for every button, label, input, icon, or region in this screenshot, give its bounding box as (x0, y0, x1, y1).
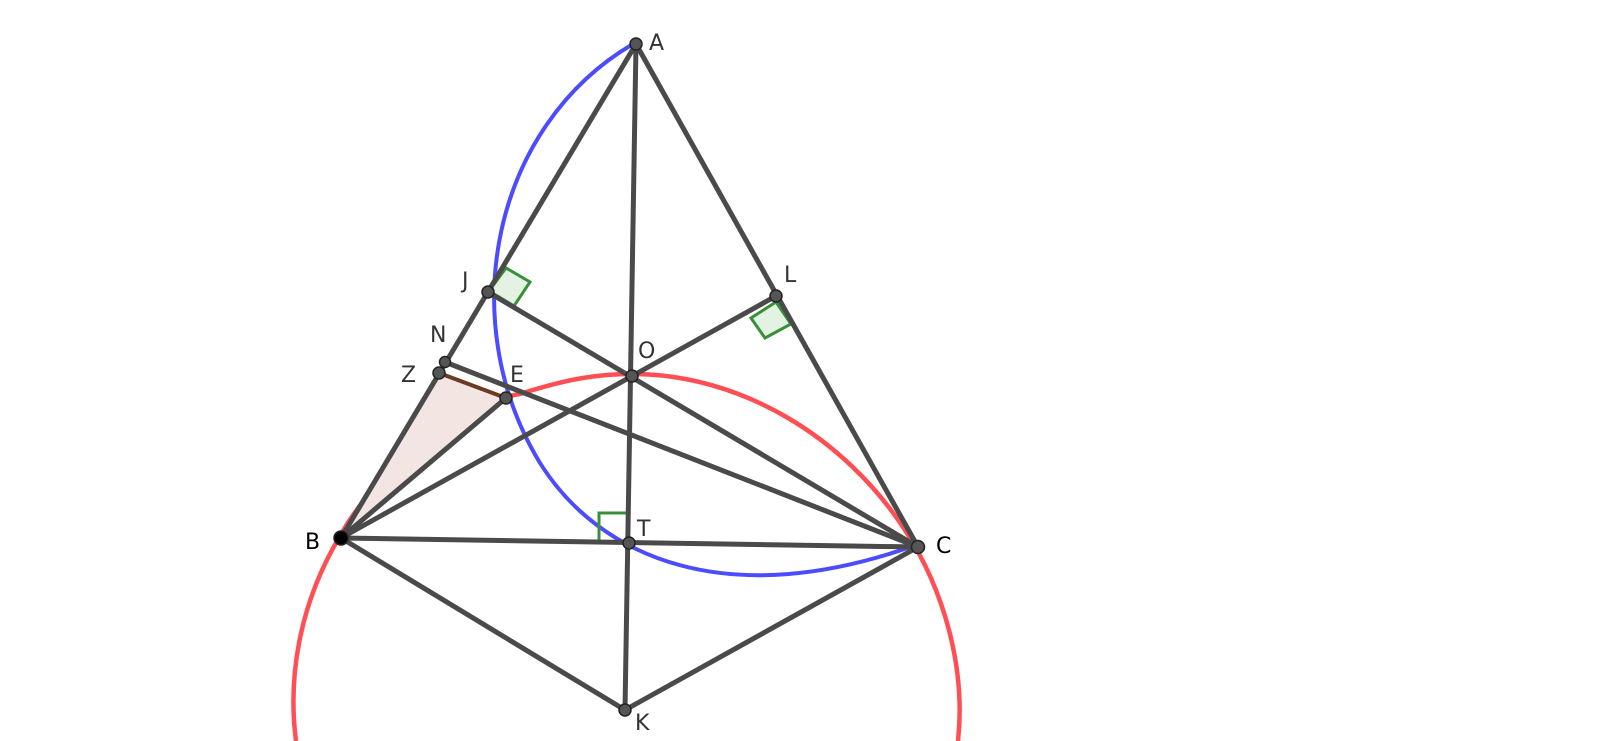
segment-bk (338, 535, 628, 713)
red-circle (291, 371, 962, 741)
point-l (769, 289, 783, 303)
point-a (629, 37, 643, 51)
label-t: T (636, 517, 651, 542)
point-j (481, 285, 495, 299)
segment-bl (338, 293, 779, 541)
point-z (432, 366, 446, 380)
blue-arc (492, 42, 917, 578)
point-o (625, 369, 639, 383)
points (333, 37, 926, 717)
point-t (622, 536, 636, 550)
label-e: E (510, 363, 524, 388)
point-b (333, 530, 349, 546)
label-c: C (936, 534, 951, 559)
point-k (618, 703, 632, 717)
segment-nc (442, 359, 921, 550)
label-l: L (784, 263, 797, 288)
right-angle-mark-l (748, 299, 794, 340)
segment-jc (485, 289, 921, 550)
label-b: B (305, 530, 320, 555)
point-c (910, 539, 926, 555)
label-o: O (638, 339, 655, 364)
label-j: J (460, 269, 469, 294)
segment-be (338, 395, 509, 541)
label-a: A (649, 31, 664, 56)
label-n: N (430, 323, 446, 348)
point-n (438, 355, 452, 369)
label-z: Z (401, 363, 416, 388)
segment-ck (622, 544, 921, 713)
label-k: K (635, 711, 650, 736)
point-e (499, 391, 513, 405)
